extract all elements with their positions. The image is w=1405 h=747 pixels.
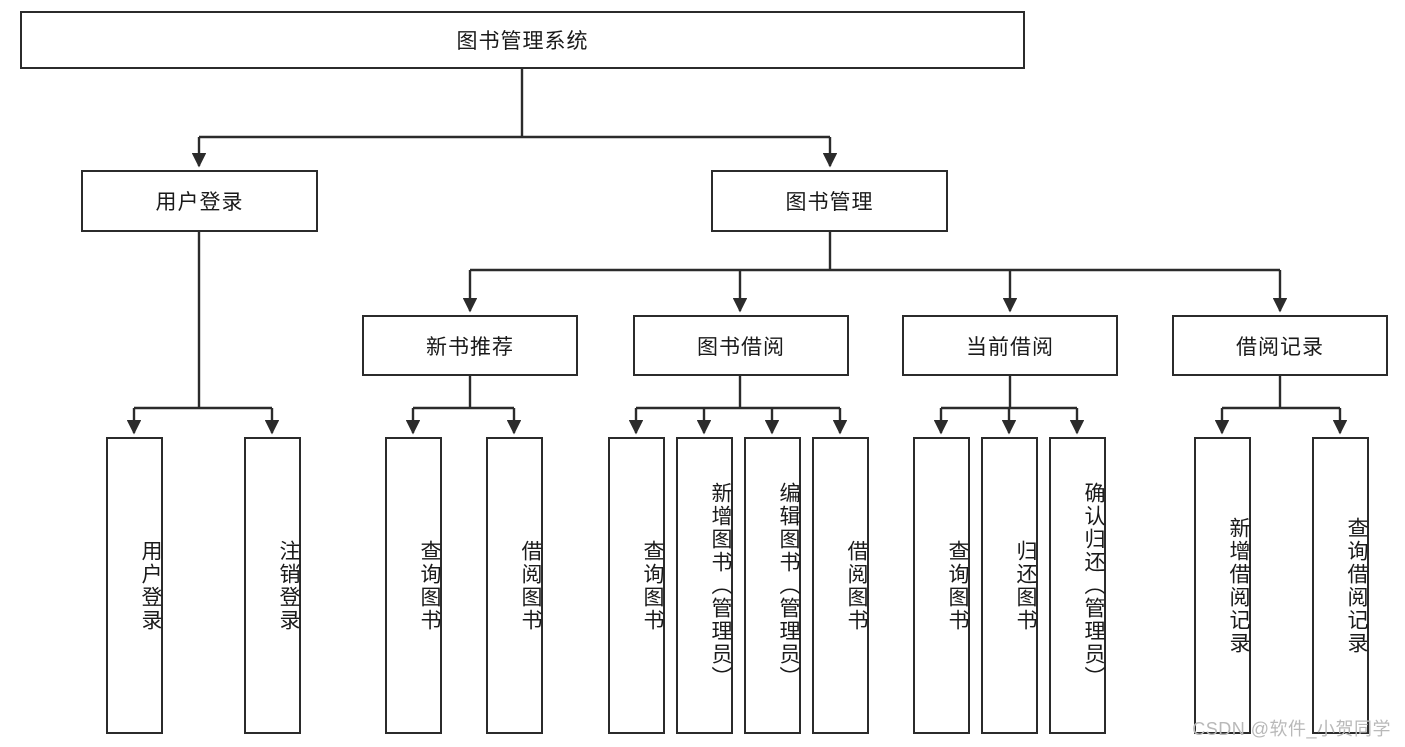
- node-label: 新书推荐: [426, 335, 514, 359]
- node-label: 查询图书: [641, 539, 664, 632]
- watermark-text: CSDN @软件_小贺同学: [1192, 719, 1391, 739]
- node-root-system[interactable]: 图书管理系统: [20, 11, 1025, 69]
- node-label: 用户登录: [155, 191, 244, 214]
- node-label: 图书管理系统: [456, 30, 589, 53]
- leaf-confirm-return-admin[interactable]: 确认归还（管理员）: [1049, 437, 1106, 734]
- node-label: 编辑图书（管理员）: [777, 482, 800, 689]
- node-book-borrow[interactable]: 图书借阅: [633, 315, 849, 376]
- node-label: 查询借阅记录: [1345, 516, 1368, 655]
- node-label: 新增借阅记录: [1227, 516, 1250, 655]
- leaf-borrow-book-recommend[interactable]: 借阅图书: [486, 437, 543, 734]
- node-label: 借阅图书: [845, 539, 868, 632]
- node-label: 新增图书（管理员）: [709, 482, 732, 689]
- node-label: 查询图书: [418, 539, 441, 632]
- node-label: 当前借阅: [966, 335, 1054, 359]
- leaf-logout[interactable]: 注销登录: [244, 437, 301, 734]
- node-label: 借阅图书: [519, 539, 542, 632]
- leaf-add-borrow-record[interactable]: 新增借阅记录: [1194, 437, 1251, 734]
- leaf-add-book-admin[interactable]: 新增图书（管理员）: [676, 437, 733, 734]
- node-label: 图书管理: [785, 191, 874, 214]
- node-label: 借阅记录: [1236, 335, 1324, 359]
- node-new-book-recommend[interactable]: 新书推荐: [362, 315, 578, 376]
- node-borrow-record[interactable]: 借阅记录: [1172, 315, 1388, 376]
- node-book-management[interactable]: 图书管理: [711, 170, 948, 232]
- node-label: 注销登录: [277, 539, 300, 632]
- node-label: 图书借阅: [697, 335, 785, 359]
- node-current-borrow[interactable]: 当前借阅: [902, 315, 1118, 376]
- node-user-login[interactable]: 用户登录: [81, 170, 318, 232]
- leaf-borrow-book[interactable]: 借阅图书: [812, 437, 869, 734]
- node-label: 用户登录: [139, 539, 162, 632]
- leaf-query-book-borrow[interactable]: 查询图书: [608, 437, 665, 734]
- leaf-query-book-recommend[interactable]: 查询图书: [385, 437, 442, 734]
- node-label: 确认归还（管理员）: [1082, 482, 1105, 689]
- leaf-query-borrow-record[interactable]: 查询借阅记录: [1312, 437, 1369, 734]
- node-label: 查询图书: [946, 539, 969, 632]
- leaf-return-book[interactable]: 归还图书: [981, 437, 1038, 734]
- node-label: 归还图书: [1014, 539, 1037, 632]
- leaf-edit-book-admin[interactable]: 编辑图书（管理员）: [744, 437, 801, 734]
- leaf-user-login[interactable]: 用户登录: [106, 437, 163, 734]
- leaf-query-book-current[interactable]: 查询图书: [913, 437, 970, 734]
